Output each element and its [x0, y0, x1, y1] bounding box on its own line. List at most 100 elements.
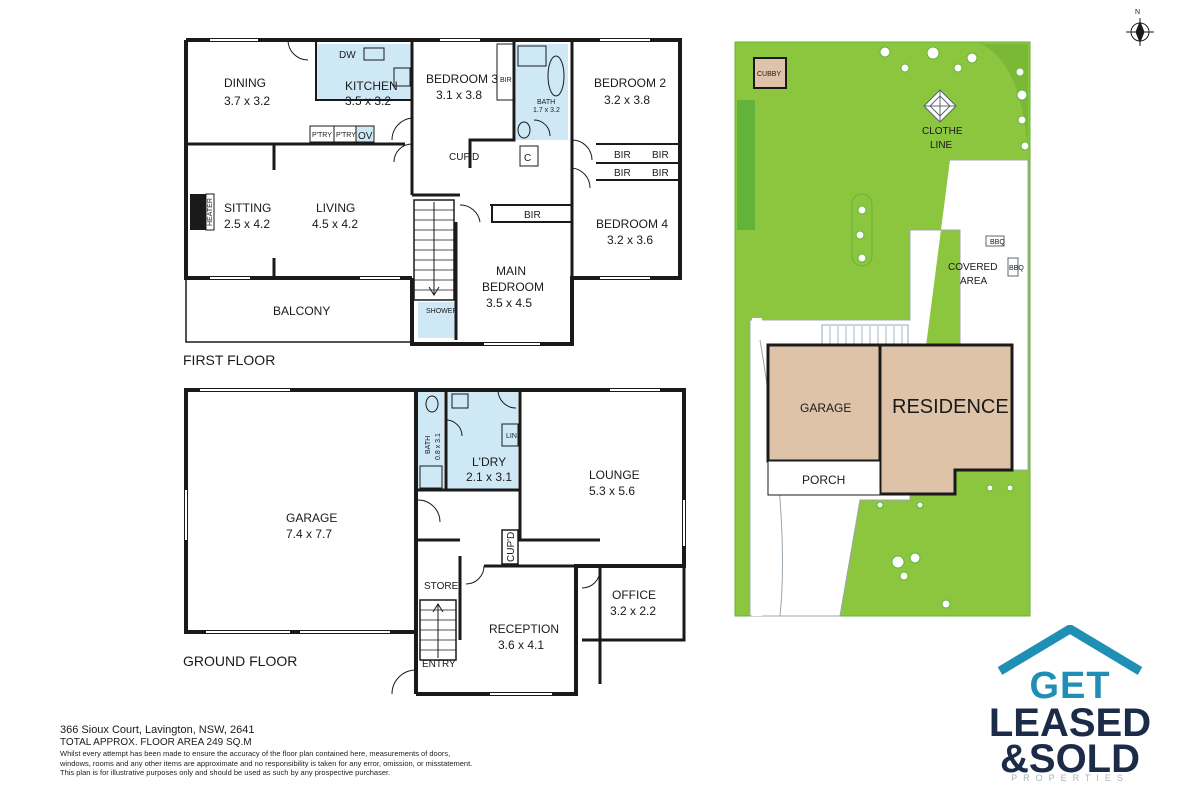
clothe-line-label-2: LINE — [930, 140, 953, 151]
disclaimer-line-2: windows, rooms and any other items are a… — [60, 758, 473, 768]
total-floor-area: TOTAL APPROX. FLOOR AREA 249 SQ.M — [60, 737, 252, 748]
logo-line-4: PROPERTIES — [1011, 773, 1129, 783]
room-size-bath-first: 1.7 x 3.2 — [533, 107, 560, 114]
bir-bed3 — [496, 43, 514, 101]
plan-footer: 366 Sioux Court, Lavington, NSW, 2641 TO… — [60, 724, 580, 778]
covered-area-label-2: AREA — [960, 276, 988, 287]
fireplace-icon — [190, 194, 206, 230]
fixture-bir4: BIR — [652, 168, 669, 179]
room-size-lounge: 5.3 x 5.6 — [589, 484, 635, 498]
site-plan — [734, 41, 1031, 617]
disclaimer-line-3: This plan is for illustrative purposes o… — [60, 768, 391, 777]
room-name-dining: DINING — [224, 76, 266, 90]
site-cubby-label: CUBBY — [757, 71, 781, 78]
stair-arrow — [428, 202, 440, 296]
room-name-office: OFFICE — [612, 588, 656, 602]
balcony-outline — [185, 278, 412, 343]
fixture-bir3: BIR — [614, 168, 631, 179]
office-walls — [484, 564, 686, 684]
bbq-icon-1 — [985, 235, 1005, 247]
laundry-tub-icon — [451, 393, 469, 409]
door-swing-kitchen — [391, 117, 413, 141]
logo-line-3: &SOLD — [1000, 737, 1140, 781]
fixture-cupd-ground: CUP'D — [506, 532, 517, 562]
room-size-bedroom2: 3.2 x 3.8 — [604, 93, 650, 107]
ground-floor-labels: GARAGE 7.4 x 7.7 BATH 0.8 x 3.1 L'DRY 2.… — [183, 433, 656, 670]
door-swing-bedroom4b — [571, 167, 591, 189]
door-swing-garage — [417, 499, 441, 523]
covered-area-label-1: COVERED — [948, 262, 997, 273]
wall-bedroom3 — [468, 40, 574, 168]
fixture-oven: OV — [358, 131, 373, 142]
property-address: 366 Sioux Court, Lavington, NSW, 2641 — [60, 724, 255, 736]
clothe-line-label-1: CLOTHE — [922, 126, 963, 137]
fixture-dw: DW — [339, 50, 356, 61]
room-size-bedroom4: 3.2 x 3.6 — [607, 233, 653, 247]
site-garage-label: GARAGE — [800, 401, 851, 415]
door-swing-bath-ground — [445, 419, 463, 437]
disclaimer-line-1: Whilst every attempt has been made to en… — [60, 749, 451, 758]
shower-fill — [418, 302, 456, 338]
store-walls — [418, 538, 462, 640]
bbq-label-1: BBQ — [990, 239, 1005, 246]
logo-roof-icon — [997, 625, 1143, 675]
room-name-bath-ground: BATH — [425, 436, 432, 454]
oven-box — [355, 125, 375, 143]
room-size-main-bedroom: 3.5 x 4.5 — [486, 296, 532, 310]
garden-bed-north — [755, 44, 1028, 150]
door-swing-main — [459, 204, 481, 223]
bathtub-icon — [547, 55, 565, 97]
clothesline-icon — [923, 89, 957, 123]
room-size-dining: 3.7 x 3.2 — [224, 94, 270, 108]
ground-stair-arrow — [432, 603, 444, 658]
lin-box — [501, 423, 519, 447]
ground-toilet-icon — [425, 395, 439, 413]
site-cubby — [753, 57, 787, 89]
fixture-pantry2: P'TRY — [336, 132, 356, 139]
fixture-shower: SHOWER — [426, 308, 458, 315]
room-name-lounge: LOUNGE — [589, 468, 640, 482]
toilet-icon — [517, 121, 531, 139]
site-stair-treads — [829, 326, 903, 346]
first-floor-labels: DINING 3.7 x 3.2 KITCHEN 3.5 x 3.2 DW BE… — [183, 50, 669, 368]
ground-bath-fill — [418, 390, 444, 490]
site-plan-labels: CUBBY CLOTHE LINE COVERED AREA BBQ BBQ G… — [757, 71, 1024, 487]
north-compass-icon: N — [1126, 9, 1154, 46]
ground-floor-plan — [184, 388, 686, 696]
room-name-living: LIVING — [316, 201, 355, 215]
cupd-ground-box — [501, 529, 519, 565]
fixture-bir-main: BIR — [524, 210, 541, 221]
shower-base-icon — [517, 45, 547, 67]
room-size-bedroom3: 3.1 x 3.8 — [436, 88, 482, 102]
garden-bed-oval — [851, 193, 873, 267]
fixture-bir1: BIR — [614, 150, 631, 161]
door-swing-office — [581, 569, 601, 589]
room-name-laundry: L'DRY — [472, 455, 506, 469]
room-name-bedroom4: BEDROOM 4 — [596, 217, 668, 231]
logo-line-1: GET — [1029, 665, 1111, 707]
room-name-balcony: BALCONY — [273, 304, 330, 318]
room-size-sitting: 2.5 x 4.2 — [224, 217, 270, 231]
door-swing-entry — [391, 669, 417, 695]
room-size-living: 4.5 x 4.2 — [312, 217, 358, 231]
wall-hall-west — [410, 40, 460, 197]
heater-icon — [205, 193, 215, 231]
fixture-bir2: BIR — [652, 150, 669, 161]
room-size-office: 3.2 x 2.2 — [610, 604, 656, 618]
room-name-garage: GARAGE — [286, 511, 337, 525]
fixture-cupd-first: CUP'D — [449, 152, 479, 163]
bir-walls — [596, 143, 680, 181]
laundry-fill — [446, 390, 518, 490]
room-size-garage: 7.4 x 7.7 — [286, 527, 332, 541]
room-name-entry: ENTRY — [422, 659, 456, 670]
first-floor-title: FIRST FLOOR — [183, 352, 275, 368]
door-swing-bedroom4 — [571, 139, 593, 161]
first-floor-windows — [210, 39, 650, 345]
bbq-icon-2 — [1007, 257, 1019, 277]
room-size-reception: 3.6 x 4.1 — [498, 638, 544, 652]
ground-internal-walls — [418, 390, 600, 542]
site-residence-label: RESIDENCE — [892, 396, 1009, 418]
compass-label: N — [1135, 9, 1140, 16]
agency-logo: GET LEASED &SOLD PROPERTIES — [985, 625, 1155, 790]
